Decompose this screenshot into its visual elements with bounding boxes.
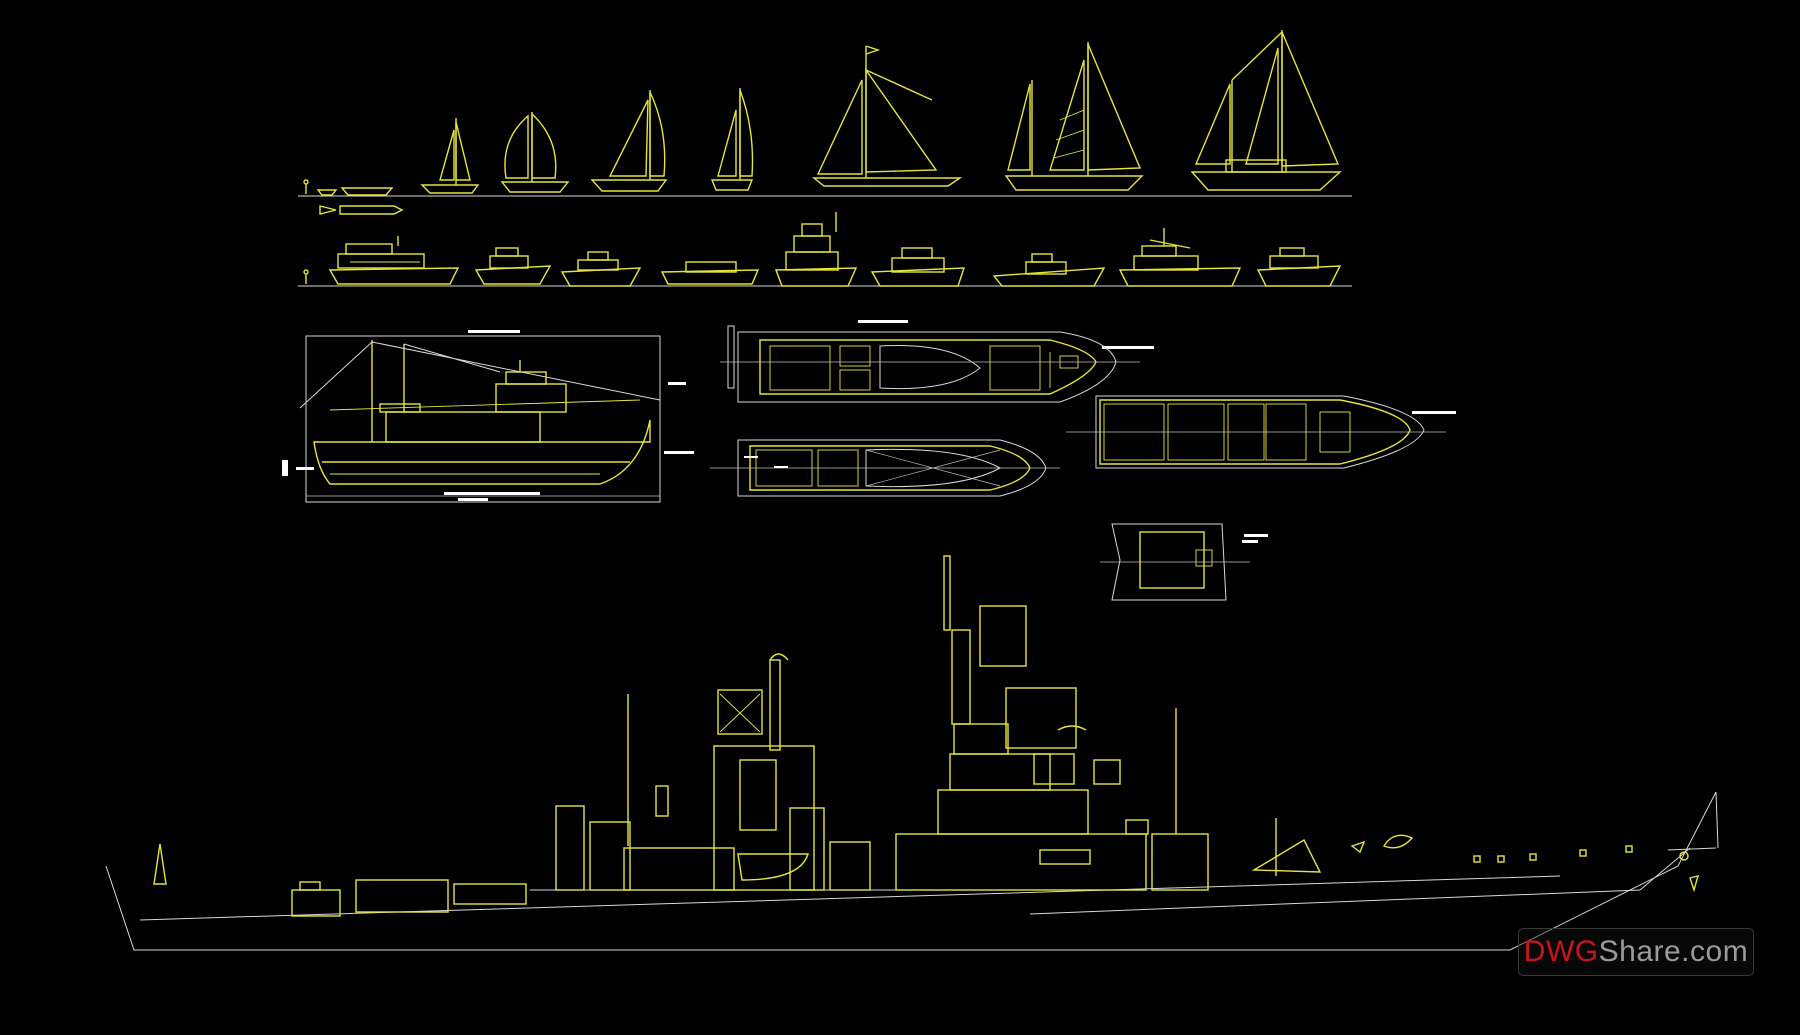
motor-yacht-3 <box>560 251 642 287</box>
warship-profile <box>105 555 1719 951</box>
dinghy <box>316 189 338 196</box>
motor-yacht-9 <box>1256 247 1342 287</box>
watermark-dwg: DWG <box>1523 935 1599 968</box>
scale-figure-2 <box>303 269 309 284</box>
catamaran-plan <box>1100 523 1268 601</box>
motor-yacht-4 <box>660 261 760 285</box>
sailboat-7 <box>1190 30 1342 191</box>
motor-yacht-5 <box>774 212 858 287</box>
motor-yacht-8 <box>1118 228 1242 287</box>
motor-yacht-7 <box>992 253 1106 287</box>
deck-plan-right <box>1066 395 1456 469</box>
dinghy-plan <box>319 205 337 215</box>
hull-outline-3 <box>1095 395 1425 469</box>
sailboat-row <box>298 30 1352 215</box>
motor-yacht-2 <box>474 247 552 285</box>
sailboat-4 <box>710 88 754 191</box>
warship-hull <box>105 791 1717 951</box>
fishing-vessel-profile <box>282 330 694 503</box>
sailboat-6 <box>1004 42 1144 191</box>
profile-title-bar <box>468 330 520 333</box>
motor-yacht-6 <box>870 247 965 287</box>
motor-yacht-row <box>298 212 1352 287</box>
sailboat-1 <box>420 118 480 194</box>
sailboat-5 <box>812 45 963 187</box>
scale-figure <box>303 179 309 194</box>
deck-plan-top <box>720 320 1154 403</box>
sailboat-3 <box>590 90 668 192</box>
motor-yacht-1 <box>328 236 460 285</box>
profile-frame <box>305 335 661 503</box>
deck-plan-bottom <box>710 439 1060 497</box>
sailboat-2 <box>500 112 570 193</box>
rowboat-plan <box>339 205 404 215</box>
watermark-share: Share.com <box>1598 935 1749 968</box>
hull <box>313 419 651 485</box>
rowboat <box>340 187 394 196</box>
